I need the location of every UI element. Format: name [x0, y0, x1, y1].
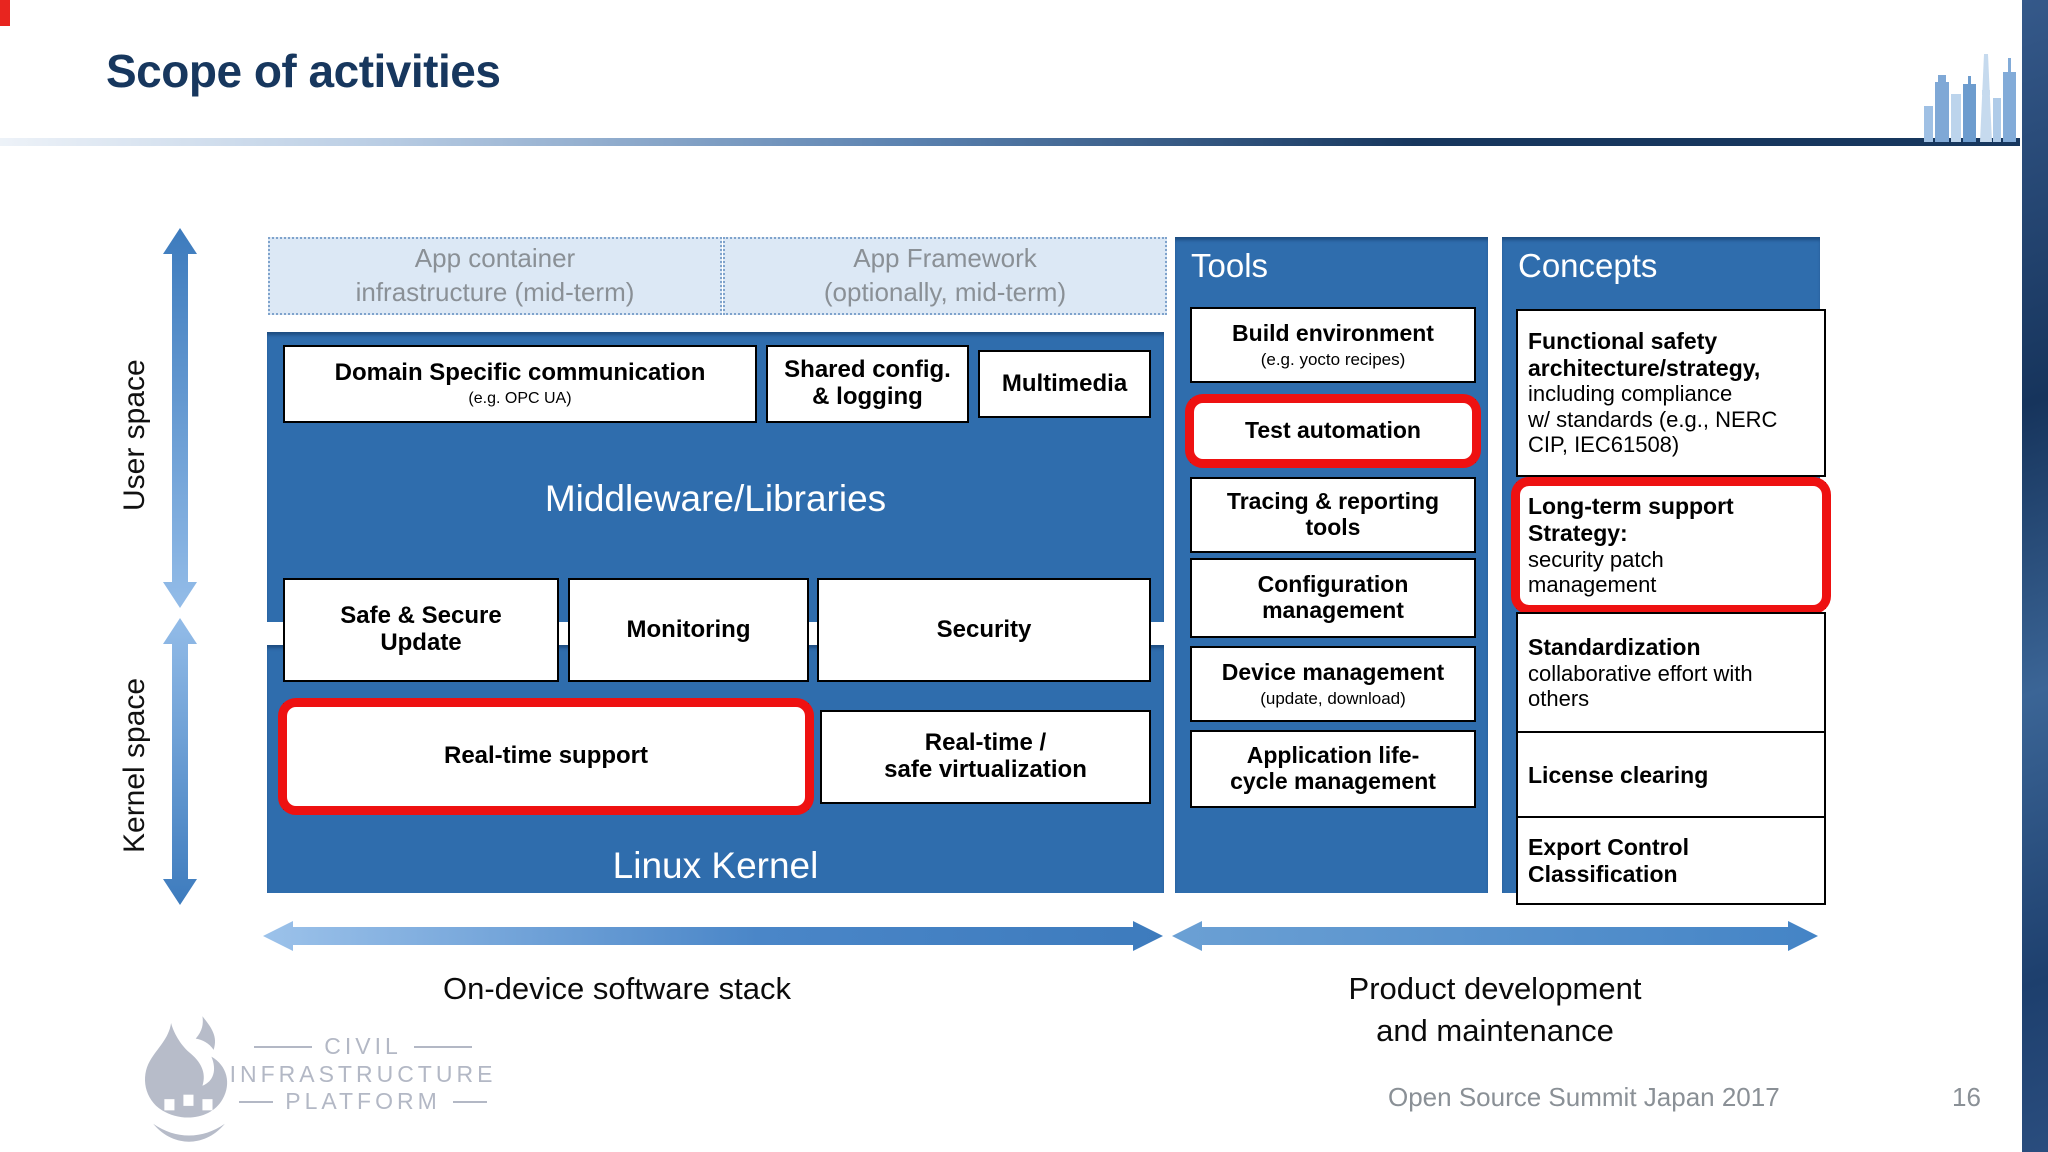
- long-term-support-rest: security patch management: [1528, 546, 1664, 598]
- domain-communication-title: Domain Specific communication: [334, 359, 706, 387]
- realtime-support-box: Real-time support: [278, 698, 814, 815]
- license-clearing-box: License clearing: [1516, 731, 1826, 819]
- monitoring-box: Monitoring: [568, 578, 809, 682]
- user-space-label: User space: [118, 359, 151, 511]
- tracing-reporting-box: Tracing & reporting tools: [1190, 477, 1476, 553]
- security-title: Security: [936, 615, 1032, 643]
- footer-event-text: Open Source Summit Japan 2017: [1388, 1082, 1780, 1112]
- export-control-title: Export Control Classification: [1528, 833, 1689, 887]
- monitoring-title: Monitoring: [626, 615, 751, 643]
- logo-line-infrastructure: INFRASTRUCTURE: [229, 1060, 497, 1087]
- concepts-column: Concepts Functional safety architecture/…: [1502, 237, 1831, 905]
- functional-safety-box: Functional safety architecture/strategy,…: [1516, 309, 1826, 477]
- kernel-space-label: Kernel space: [118, 677, 151, 853]
- realtime-support-title: Real-time support: [443, 742, 649, 770]
- standardization-rest: collaborative effort with others: [1528, 660, 1753, 712]
- linux-kernel-label: Linux Kernel: [612, 845, 819, 886]
- logo-rule-right: [413, 1045, 472, 1048]
- city-skyline-icon: [1924, 54, 2016, 142]
- user-space-arrow-icon: [163, 228, 197, 608]
- logo-rule-left: [254, 1045, 313, 1048]
- realtime-virtualization-box: Real-time / safe virtualization: [820, 710, 1151, 804]
- concepts-header: Concepts: [1518, 247, 1658, 284]
- domain-communication-subtitle: (e.g. OPC UA): [468, 389, 572, 407]
- on-device-stack-arrow-icon: [263, 921, 1163, 951]
- functional-safety-rest: including compliance w/ standards (e.g.,…: [1528, 381, 1778, 458]
- corner-red-mark: [0, 0, 10, 26]
- test-automation-box: Test automation: [1185, 394, 1481, 468]
- configuration-management-box: Configuration management: [1190, 558, 1476, 638]
- shared-config-title: Shared config. & logging: [784, 356, 951, 410]
- test-automation-title: Test automation: [1245, 417, 1421, 444]
- logo-line-civil: CIVIL: [324, 1033, 402, 1059]
- security-box: Security: [817, 578, 1151, 682]
- on-device-stack-label: On-device software stack: [442, 971, 792, 1006]
- standardization-box: Standardization collaborative effort wit…: [1516, 612, 1826, 734]
- long-term-support-box: Long-term support Strategy: security pat…: [1511, 477, 1831, 614]
- middleware-label: Middleware/Libraries: [544, 478, 887, 519]
- logo-line-platform: PLATFORM: [285, 1088, 441, 1115]
- cip-logo-flame-icon: [145, 1016, 228, 1142]
- multimedia-box: Multimedia: [978, 350, 1151, 418]
- device-management-box: Device management (update, download): [1190, 646, 1476, 722]
- tools-header: Tools: [1191, 247, 1269, 284]
- application-lifecycle-box: Application life- cycle management: [1190, 730, 1476, 808]
- build-environment-title: Build environment: [1232, 320, 1434, 347]
- tracing-reporting-title: Tracing & reporting tools: [1226, 488, 1440, 540]
- functional-safety-bold: Functional safety architecture/strategy,: [1528, 328, 1761, 381]
- product-development-label: Product development and maintenance: [1348, 971, 1642, 1048]
- logo-rule-left2: [239, 1100, 274, 1103]
- footer-page-number: 16: [1952, 1082, 1981, 1112]
- app-container-box: App container infrastructure (mid-term): [268, 237, 722, 315]
- right-edge-decoration: [2022, 0, 2048, 1152]
- tools-column: Tools Build environment (e.g. yocto reci…: [1175, 237, 1488, 893]
- kernel-space-arrow-icon: [163, 618, 197, 905]
- build-environment-box: Build environment (e.g. yocto recipes): [1190, 307, 1476, 383]
- cip-logo-text: CIVIL INFRASTRUCTURE PLATFORM: [230, 1033, 493, 1116]
- device-management-title: Device management: [1221, 659, 1445, 686]
- page-title: Scope of activities: [106, 45, 501, 97]
- safe-secure-update-box: Safe & Secure Update: [283, 578, 559, 682]
- long-term-support-bold: Long-term support Strategy:: [1528, 493, 1734, 546]
- app-framework-box: App Framework (optionally, mid-term): [723, 237, 1167, 315]
- product-development-arrow-icon: [1172, 921, 1818, 951]
- build-environment-subtitle: (e.g. yocto recipes): [1260, 349, 1406, 369]
- shared-config-box: Shared config. & logging: [766, 345, 969, 423]
- export-control-box: Export Control Classification: [1516, 816, 1826, 905]
- safe-secure-update-title: Safe & Secure Update: [340, 602, 502, 656]
- device-management-subtitle: (update, download): [1260, 688, 1406, 708]
- configuration-management-title: Configuration management: [1257, 571, 1409, 623]
- multimedia-title: Multimedia: [1001, 369, 1128, 397]
- standardization-bold: Standardization: [1528, 634, 1701, 661]
- logo-rule-right2: [452, 1100, 487, 1103]
- domain-communication-box: Domain Specific communication (e.g. OPC …: [283, 345, 757, 423]
- title-underline: [0, 138, 2020, 146]
- realtime-virtualization-title: Real-time / safe virtualization: [884, 729, 1087, 783]
- license-clearing-title: License clearing: [1528, 761, 1709, 788]
- application-lifecycle-title: Application life- cycle management: [1230, 742, 1436, 794]
